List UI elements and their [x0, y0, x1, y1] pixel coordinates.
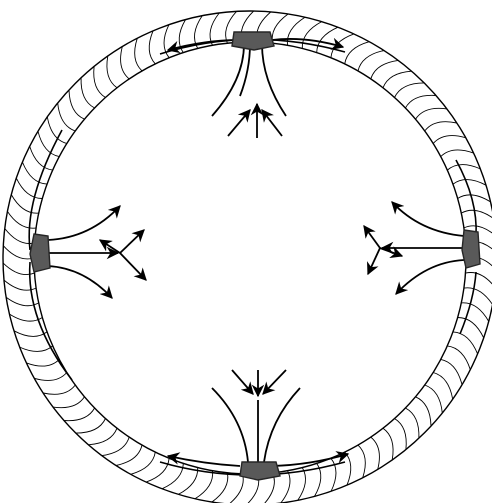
left-outflow-upper-arrow — [48, 206, 120, 240]
port-left — [30, 234, 50, 272]
ring-ray — [121, 47, 130, 79]
ring-ray — [131, 452, 156, 474]
ring-ray — [371, 437, 380, 469]
left-burst-up-arrow — [120, 230, 144, 253]
ring-ray — [64, 408, 95, 421]
ring-ray — [466, 273, 492, 288]
ring-ray — [453, 332, 478, 354]
top-inflow-streamline-2 — [240, 44, 250, 96]
right-burst-up-arrow — [364, 226, 380, 248]
port-bottom — [240, 462, 280, 480]
ring-ray — [447, 346, 470, 370]
ring-ray — [149, 31, 155, 64]
ring-ray — [30, 146, 53, 170]
ring-ray — [447, 165, 480, 171]
ring-ray — [94, 66, 106, 97]
ring-ray — [441, 359, 462, 384]
ring-ray — [433, 373, 453, 400]
ring-ray — [458, 195, 491, 202]
ring-hatching — [3, 11, 492, 503]
right-outflow-upper-arrow — [392, 202, 464, 236]
outer-ring — [3, 11, 492, 503]
ring-ray — [116, 445, 142, 465]
ports — [30, 32, 480, 480]
ring-ray — [298, 468, 306, 501]
ring-ray — [229, 474, 243, 503]
ring-ray — [358, 51, 384, 71]
ring-ray — [7, 211, 36, 228]
ring-ray — [345, 42, 370, 64]
bottom-inflow-streamline-1 — [212, 388, 248, 462]
right-burst-down-arrow — [368, 248, 380, 274]
right-burst-back-arrow — [380, 248, 402, 256]
ring-ray — [38, 131, 59, 156]
ring-ray — [383, 428, 393, 460]
left-burst-down-arrow — [120, 253, 146, 280]
ring-ray — [371, 60, 398, 79]
ring-ray — [395, 419, 407, 450]
bottom-inflow-right-arrow — [263, 370, 286, 394]
ring-ray — [405, 95, 436, 108]
ring-ray — [195, 471, 213, 499]
ring-ray — [281, 471, 290, 503]
bottom-inflow-streamline-2 — [264, 388, 300, 462]
ring-ray — [212, 473, 228, 502]
ring-ray — [135, 38, 142, 71]
top-inflow-streamline-3 — [262, 44, 286, 116]
ring-ray — [76, 419, 106, 434]
ring-ray — [69, 90, 85, 119]
ring-ray — [102, 437, 129, 456]
top-inflow-right-arrow — [262, 110, 282, 136]
left-burst-back-arrow — [100, 240, 120, 253]
ring-ray — [53, 397, 84, 408]
ring-ray — [395, 83, 425, 98]
ring-ray — [416, 397, 432, 426]
ring-ray — [461, 210, 492, 219]
ring-ray — [331, 458, 336, 491]
bottom-inflow-left-arrow — [232, 370, 253, 394]
ring-ray — [416, 108, 447, 119]
ring-ray — [107, 56, 117, 88]
top-inflow-left-arrow — [228, 110, 250, 136]
ring-ray — [43, 385, 75, 394]
ring-ray — [405, 408, 419, 438]
ring-ray — [345, 452, 351, 485]
flow-arrows — [48, 39, 464, 466]
ring-ray — [433, 136, 466, 144]
ring-inner-edge — [34, 42, 466, 474]
bottom-outflow-left-arrow — [168, 456, 240, 466]
port-right — [462, 230, 480, 268]
left-outflow-lower-arrow — [48, 266, 112, 298]
ring-ray — [441, 150, 474, 157]
ring-ray — [22, 162, 47, 184]
ring-ray — [146, 458, 169, 482]
ring-ray — [425, 122, 457, 131]
ring-ray — [20, 346, 53, 352]
port-top — [232, 32, 274, 50]
ring-ray — [26, 359, 59, 366]
ring-ray — [34, 373, 67, 381]
top-inflow-streamline-1 — [212, 44, 244, 116]
ring-ray — [358, 445, 365, 478]
ring-ray — [453, 180, 486, 186]
ring-ray — [81, 78, 95, 108]
right-outflow-lower-arrow — [396, 260, 464, 294]
ring-ray — [331, 34, 354, 58]
ring-ray — [458, 317, 484, 337]
ring-ray — [464, 288, 492, 305]
rim-channel-left-lower — [30, 262, 72, 380]
